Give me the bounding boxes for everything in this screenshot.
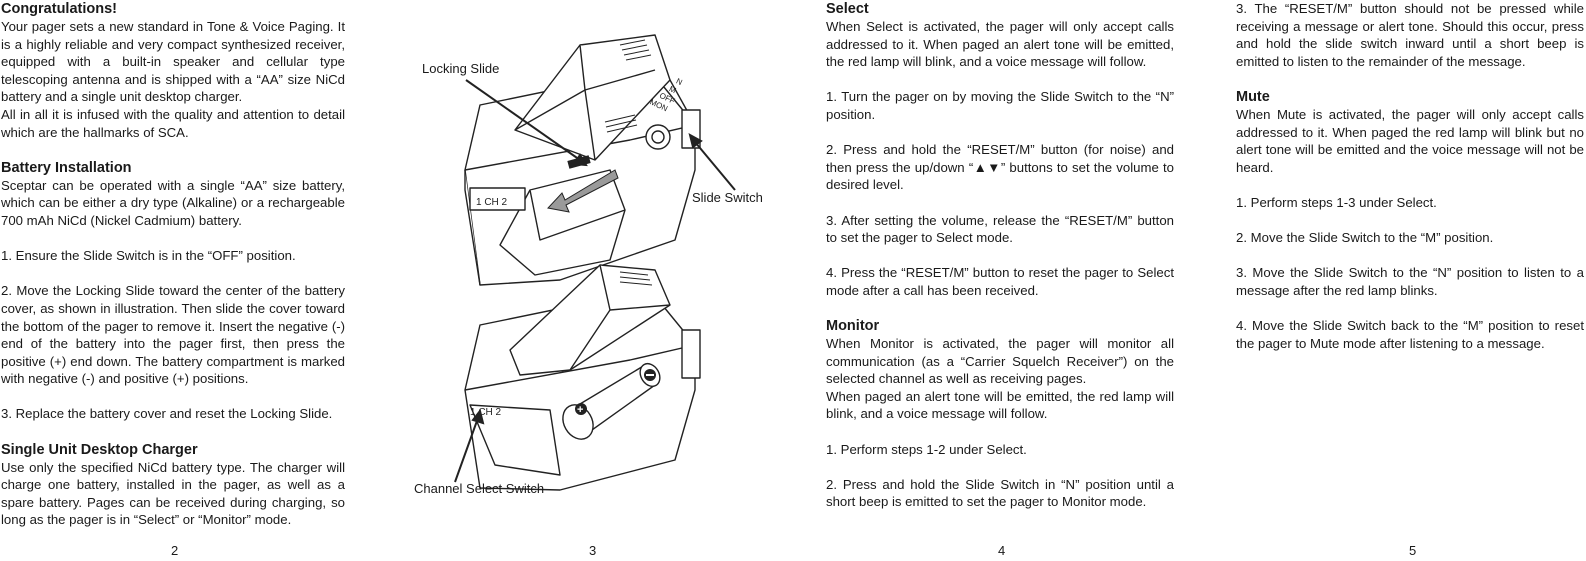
charger-paragraph: Use only the specified NiCd battery type… — [1, 459, 345, 528]
battery-step-1: 1. Ensure the Slide Switch is in the “OF… — [1, 248, 296, 264]
pager-illustration-top: 1 CH 2 N M OFF MON — [464, 34, 701, 286]
channel-mark-bottom: 1 CH 2 — [470, 407, 502, 418]
mute-heading: Mute — [1236, 88, 1270, 105]
monitor-paragraph-2: When paged an alert tone will be emitted… — [826, 388, 1174, 422]
select-heading: Select — [826, 1, 869, 17]
svg-text:+: + — [577, 404, 583, 416]
channel-select-switch-label: Channel Select Switch — [414, 481, 545, 496]
page-number-5: 5 — [1409, 543, 1417, 558]
page-number-2: 2 — [171, 543, 179, 558]
congratulations-heading: Congratulations! — [1, 1, 117, 17]
channel-mark-top: 1 CH 2 — [476, 197, 508, 208]
monitor-paragraph: When Monitor is activated, the pager wil… — [826, 336, 1174, 387]
monitor-step-3: 3. The “RESET/M” button should not be pr… — [1236, 1, 1584, 69]
mute-step-3: 3. Move the Slide Switch to the “N” posi… — [1236, 265, 1584, 298]
select-step-3: 3. After setting the volume, release the… — [826, 212, 1174, 246]
slide-switch-label: Slide Switch — [692, 190, 763, 205]
select-step-4: 4. Press the “RESET/M” button to reset t… — [826, 265, 1174, 298]
monitor-step-1: 1. Perform steps 1-2 under Select. — [826, 441, 1027, 457]
select-step-2: 2. Press and hold the “RESET/M” button (… — [826, 142, 1174, 193]
mute-step-2: 2. Move the Slide Switch to the “M” posi… — [1236, 230, 1494, 246]
mute-step-1: 1. Perform steps 1-3 under Select. — [1236, 194, 1437, 210]
panel-mark-n: N — [675, 77, 684, 88]
locking-slide-label: Locking Slide — [422, 61, 500, 76]
intro-paragraph: Your pager sets a new standard in Tone &… — [1, 19, 345, 105]
battery-step-2: 2. Move the Locking Slide toward the cen… — [1, 283, 345, 387]
monitor-step-2: 2. Press and hold the Slide Switch in “N… — [826, 476, 1174, 510]
panel-mark-m: M — [668, 84, 678, 95]
intro-paragraph-2: All in all it is infused with the qualit… — [1, 106, 345, 140]
battery-intro: Sceptar can be operated with a single “A… — [1, 177, 345, 228]
monitor-heading: Monitor — [826, 318, 880, 335]
mute-step-4: 4. Move the Slide Switch back to the “M”… — [1236, 318, 1584, 351]
select-step-1: 1. Turn the pager on by moving the Slide… — [826, 89, 1174, 122]
mute-paragraph: When Mute is activated, the pager will o… — [1236, 106, 1584, 175]
page-4-column: Select When Select is activated, the pag… — [826, 0, 1174, 511]
page-2-column: Congratulations! Your pager sets a new s… — [1, 0, 345, 529]
select-paragraph: When Select is activated, the pager will… — [826, 19, 1174, 70]
page-number-4: 4 — [998, 543, 1006, 558]
pager-illustration-bottom: + 1 CH 2 — [464, 264, 701, 491]
page-number-3: 3 — [589, 543, 597, 558]
battery-step-3: 3. Replace the battery cover and reset t… — [1, 406, 333, 422]
battery-installation-heading: Battery Installation — [1, 159, 132, 176]
page-5-column: 3. The “RESET/M” button should not be pr… — [1236, 0, 1584, 352]
charger-heading: Single Unit Desktop Charger — [1, 441, 198, 458]
